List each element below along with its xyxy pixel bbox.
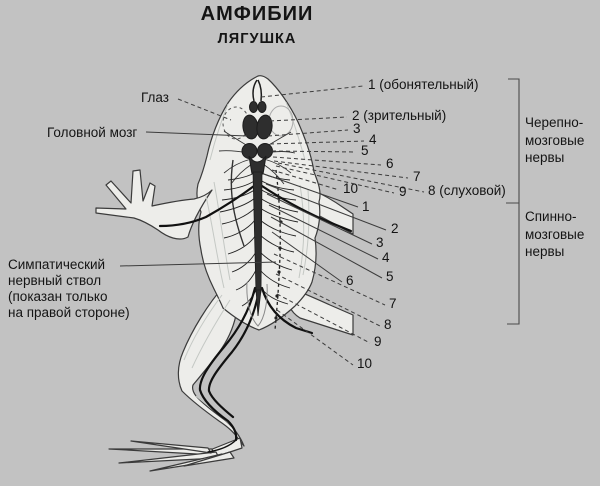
label-spinal-4: 4 — [382, 250, 390, 265]
label-cranial-1: 1 (обонятельный) — [368, 77, 479, 92]
label-spinal-1: 1 — [362, 199, 370, 214]
label-spinal-2: 2 — [391, 221, 399, 236]
nerve-group-bracket — [506, 78, 520, 325]
major-nerve-trunks — [158, 184, 353, 453]
label-cranial-9: 9 — [399, 184, 407, 199]
label-cranial-8: 8 (слуховой) — [428, 183, 506, 198]
label-spinal-nerve-group: Спинно- мозговые нервы — [525, 209, 585, 259]
label-cranial-7: 7 — [413, 169, 421, 184]
label-spinal-8: 8 — [384, 317, 392, 332]
label-cranial-3: 3 — [353, 121, 361, 136]
frog-left-arm — [95, 169, 213, 240]
label-spinal-3: 3 — [376, 235, 384, 250]
label-spinal-7: 7 — [389, 296, 397, 311]
label-spinal-6: 6 — [346, 273, 354, 288]
label-cranial-4: 4 — [369, 132, 377, 147]
leader-lines — [119, 85, 425, 366]
brain — [241, 79, 273, 175]
label-brain: Головной мозг — [47, 125, 138, 140]
label-spinal-10: 10 — [357, 356, 373, 371]
label-cranial-6: 6 — [386, 156, 394, 171]
label-eye: Глаз — [141, 90, 169, 105]
page-title: АМФИБИИ — [200, 3, 314, 25]
label-cranial-2: 2 (зрительный) — [352, 108, 447, 123]
label-spinal-9: 9 — [374, 334, 382, 349]
label-sympathetic-trunk: Симпатический нервный ствол (показан тол… — [8, 257, 130, 320]
label-cranial-nerve-group: Черепно- мозговые нервы — [525, 115, 585, 165]
label-cranial-10: 10 — [343, 181, 359, 196]
label-spinal-5: 5 — [386, 269, 394, 284]
page-subtitle: ЛЯГУШКА — [217, 31, 297, 47]
label-cranial-5: 5 — [361, 143, 369, 158]
